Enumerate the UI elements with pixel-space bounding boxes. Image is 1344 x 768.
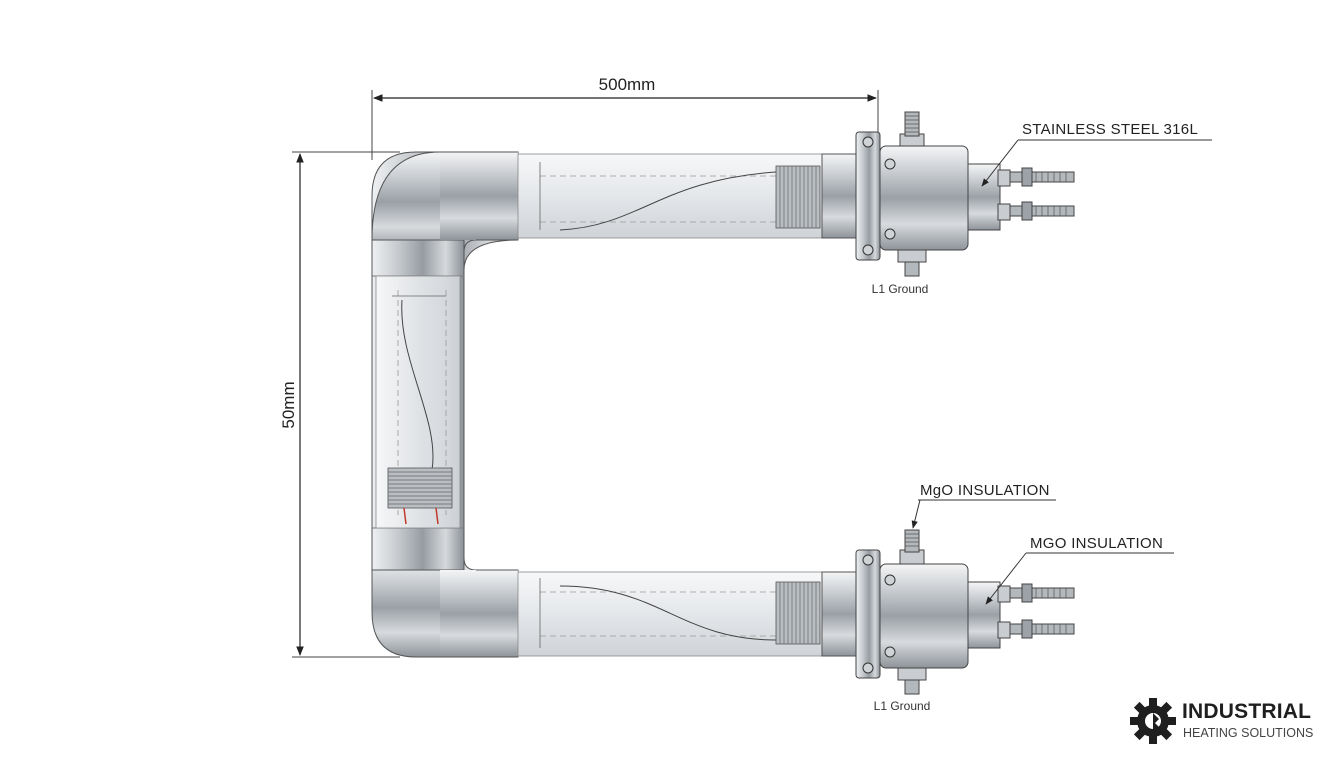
height-dimension: 50mm [279,151,400,658]
upper-terminal-head: L1 Ground [821,111,1075,296]
material-callout-label: STAINLESS STEEL 316L [1022,121,1198,138]
width-dimension: 500mm [371,75,879,160]
logo-tagline: HEATING SOLUTIONS [1183,726,1314,740]
lower-ground-label: L1 Ground [874,699,931,713]
upper-coil [775,165,852,229]
insulation-callout-lower-label: MGO INSULATION [1030,535,1163,552]
insulation-callout-lower: MGO INSULATION [985,535,1174,605]
material-callout: STAINLESS STEEL 316L [981,121,1212,187]
lower-terminal-head: L1 Ground [821,529,1075,713]
height-dimension-label: 50mm [279,381,298,428]
upper-ground-label: L1 Ground [872,282,929,296]
insulation-callout-upper: MgO INSULATION [911,482,1056,529]
logo-brand: INDUSTRIAL [1182,700,1312,723]
vertical-coil [387,467,453,525]
company-logo: INDUSTRIAL HEATING SOLUTIONS [1128,694,1328,748]
width-dimension-label: 500mm [599,75,656,94]
lower-coil [775,581,852,645]
insulation-callout-upper-label: MgO INSULATION [920,482,1050,499]
u-tube [371,151,852,658]
gear-icon [1130,698,1176,744]
